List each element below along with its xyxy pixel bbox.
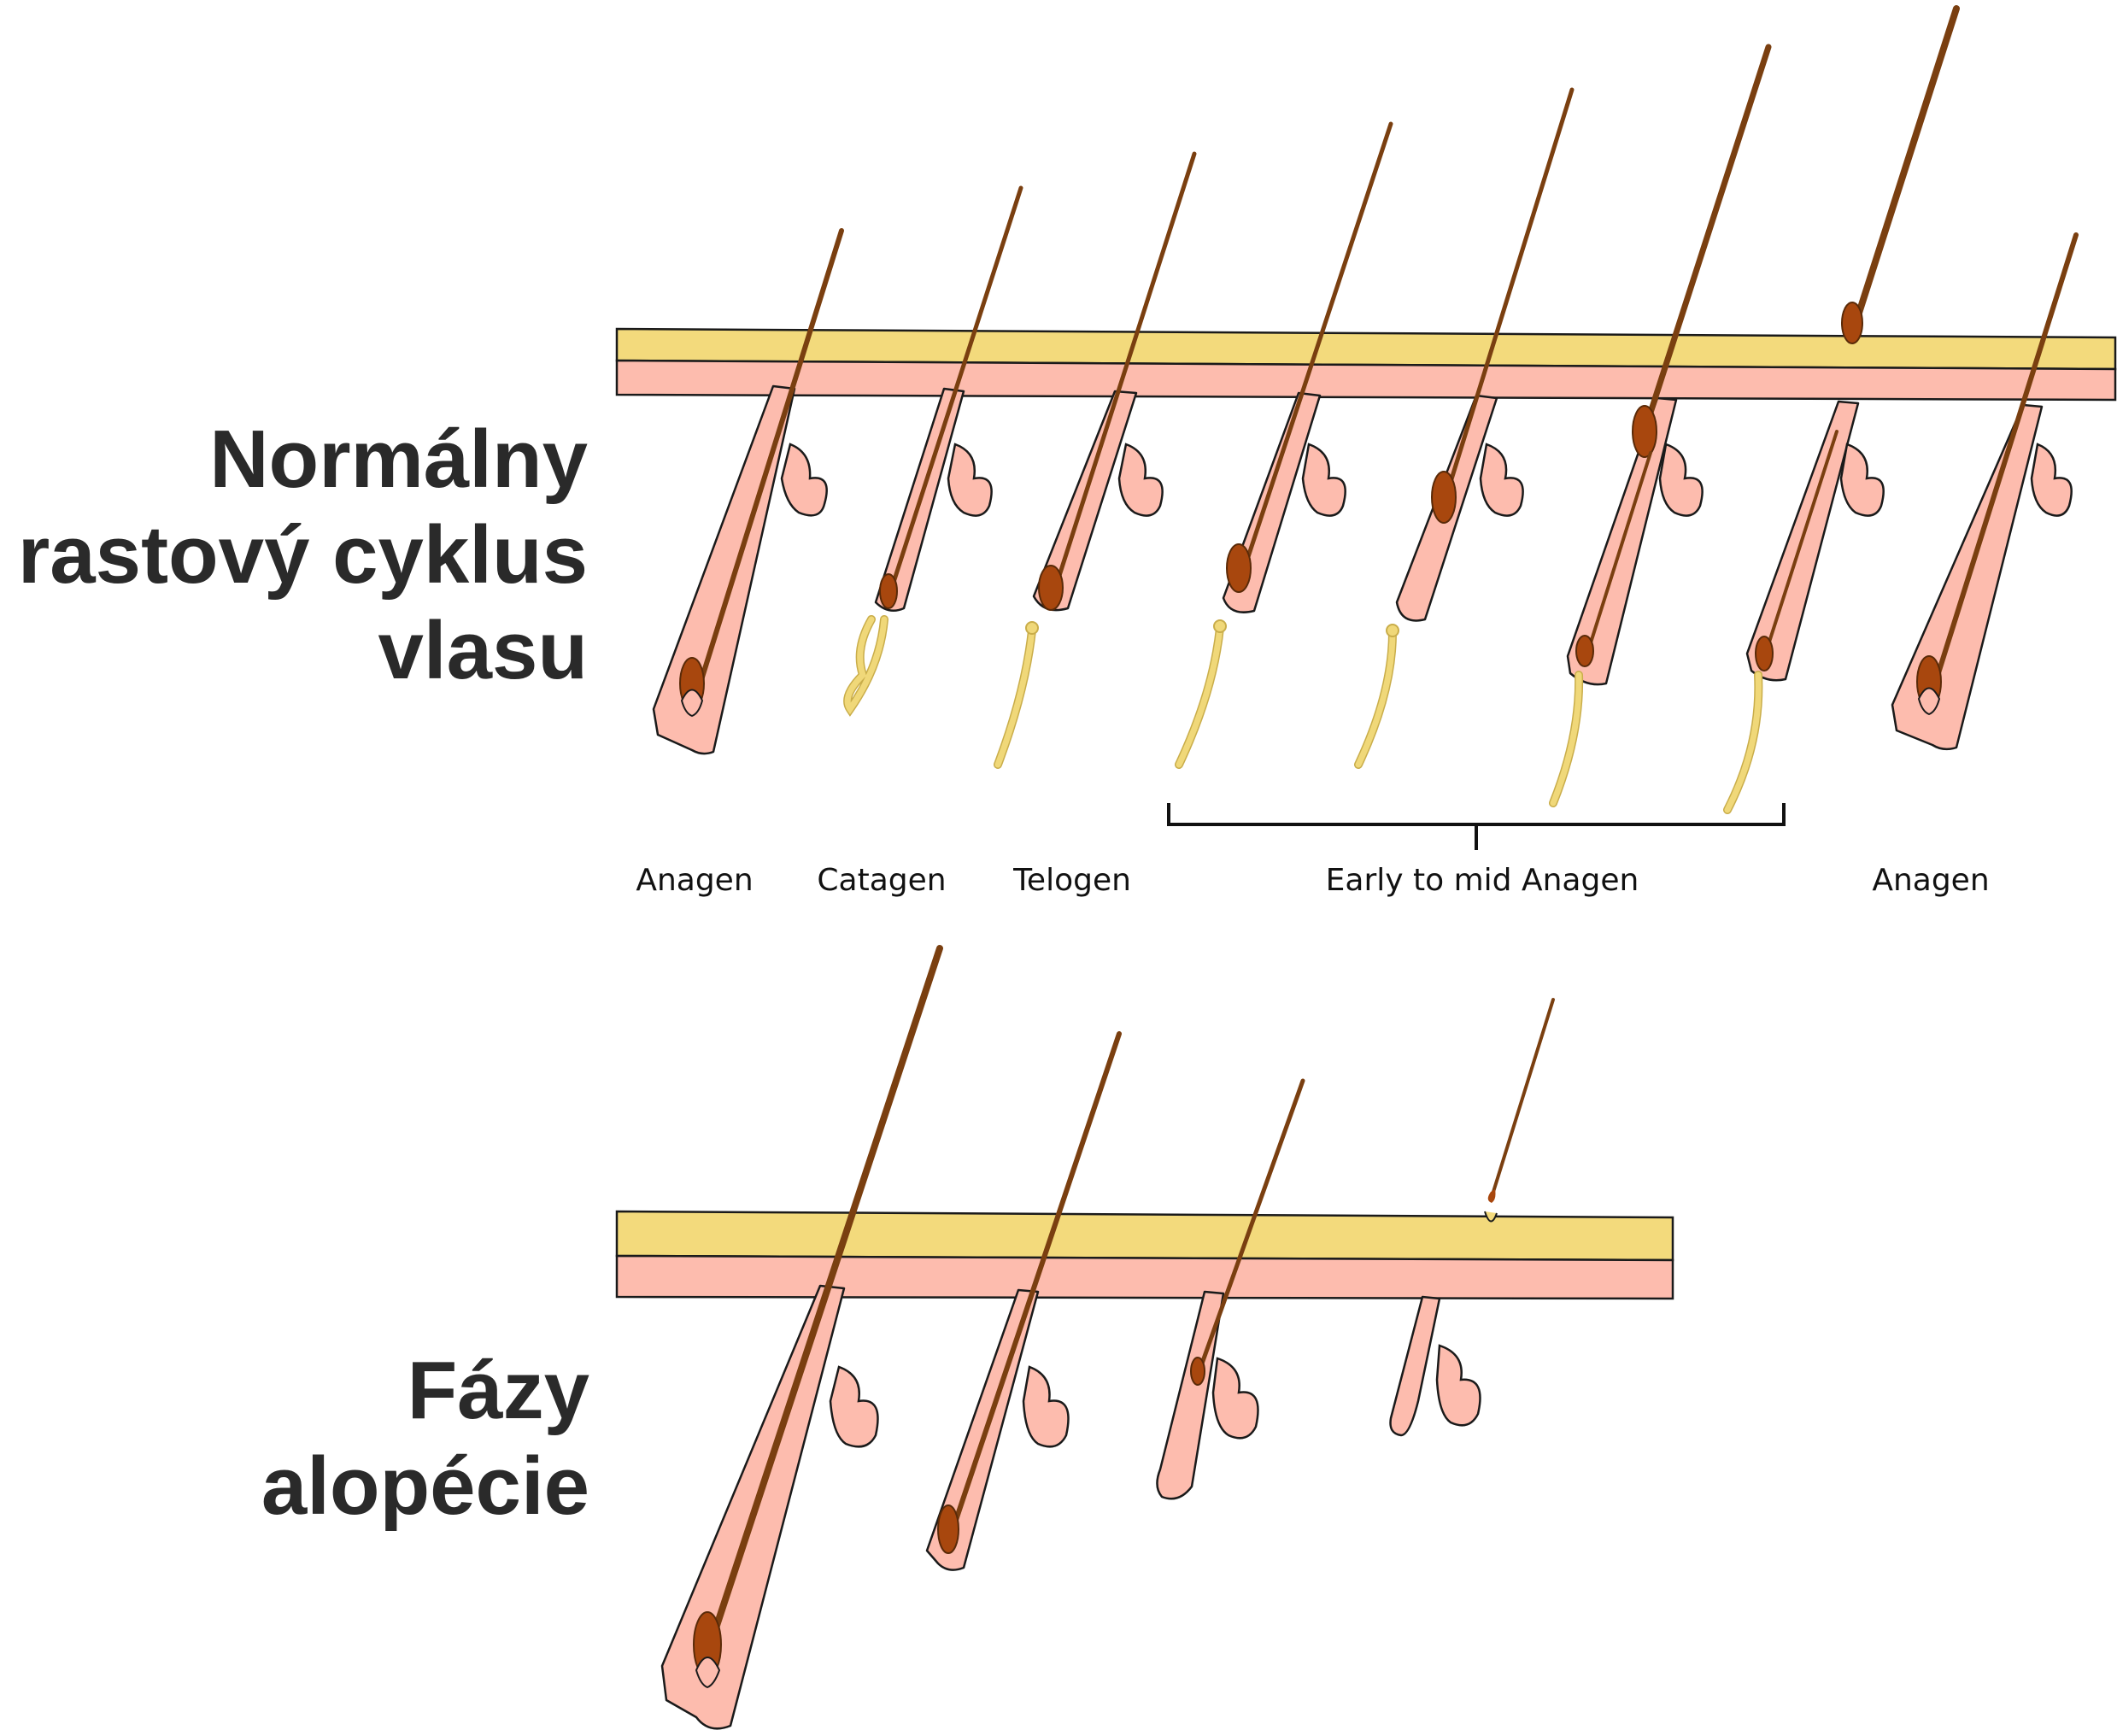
normal-cycle-heading-line3: vlasu: [378, 605, 588, 696]
follicle-telogen: [994, 151, 1197, 769]
label-catagen: Catagen: [817, 863, 946, 898]
alopecia-heading-line2: alopécie: [261, 1440, 589, 1532]
normal-cycle-panel: [615, 5, 2117, 850]
follicle-anagen-2: [1891, 232, 2079, 751]
follicle-miniaturizing-2: [1156, 1078, 1305, 1500]
follicle-early-anagen-1: [1175, 121, 1393, 769]
label-anagen-first: Anagen: [636, 863, 753, 898]
follicle-mid-anagen-1: [1549, 44, 1772, 807]
alopecia-panel: [615, 945, 1674, 1730]
normal-cycle-heading-line2: rastový cyklus: [18, 509, 588, 601]
follicle-terminal: [660, 945, 943, 1730]
follicle-early-anagen-2: [1354, 87, 1575, 769]
follicle-miniaturizing-1: [925, 1031, 1122, 1571]
early-to-mid-anagen-bracket: [1167, 803, 1786, 850]
alopecia-heading-line1: Fázy: [408, 1345, 589, 1436]
label-anagen-last: Anagen: [1872, 863, 1989, 898]
follicle-catagen: [843, 185, 1023, 717]
dermis-bottom: [615, 1254, 1674, 1300]
follicle-vellus: [1389, 998, 1555, 1437]
follicle-mid-anagen-2: [1723, 5, 1960, 814]
label-early-to-mid-anagen: Early to mid Anagen: [1326, 863, 1639, 898]
dermis-top: [615, 359, 2117, 402]
label-telogen: Telogen: [1012, 863, 1131, 898]
follicle-anagen-1: [652, 228, 844, 755]
epidermis-bottom: [615, 1210, 1674, 1262]
normal-cycle-heading-line1: Normálny: [209, 413, 588, 505]
